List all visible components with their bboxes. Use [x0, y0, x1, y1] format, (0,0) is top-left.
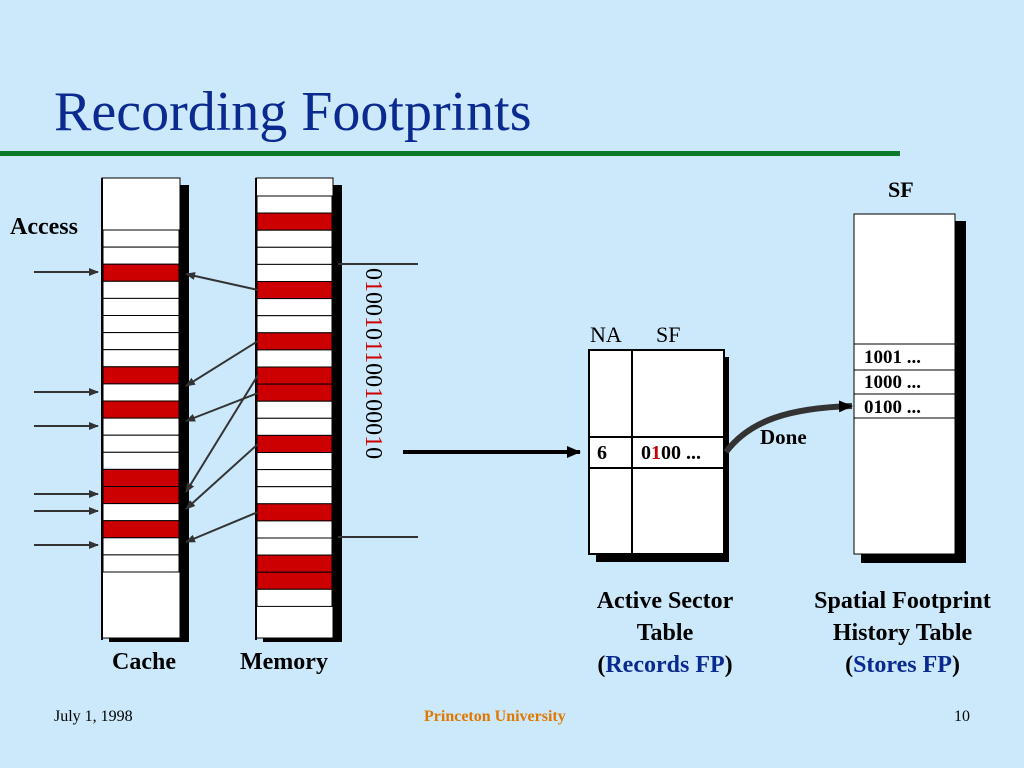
memory-block-highlighted [256, 503, 333, 522]
memory-label: Memory [240, 649, 328, 675]
sfh-entry: 0100 ... [864, 397, 921, 418]
footprint-bit: 0 [360, 328, 386, 340]
cache-block [102, 349, 180, 368]
mapping-arrow [185, 443, 259, 510]
access-label: Access [10, 214, 78, 240]
sfh-header-sf: SF [888, 177, 914, 202]
cache-block [102, 315, 180, 334]
ast-header-sf: SF [656, 322, 681, 347]
footprint-bit: 0 [360, 292, 386, 304]
footprint-bit: 1 [360, 351, 386, 363]
ast-caption: Active Sector Table (Records FP) [596, 588, 734, 678]
memory-block-highlighted [256, 383, 333, 402]
sfh-entry: 1000 ... [864, 372, 921, 393]
cache-rows [102, 229, 180, 573]
access-arrows [34, 268, 99, 549]
memory-block [256, 298, 333, 317]
mapping-arrow [185, 340, 259, 387]
memory-block-highlighted [256, 366, 333, 385]
cache-block-highlighted [102, 400, 180, 419]
memory-block [256, 588, 333, 607]
footprint-bit: 0 [360, 411, 386, 423]
cache-block [102, 229, 180, 248]
cache-block [102, 451, 180, 470]
ast-row-sf: 0100 ... [641, 442, 701, 464]
cache-block-highlighted [102, 468, 180, 487]
sfh-caption: Spatial Footprint History Table (Stores … [814, 588, 991, 678]
memory-block [256, 315, 333, 334]
cache-block-highlighted [102, 366, 180, 385]
ast-body [588, 349, 725, 555]
cache-block-highlighted [102, 486, 180, 505]
footer-page-number: 10 [954, 708, 970, 725]
footprint-bit: 0 [360, 399, 386, 411]
memory-block [256, 537, 333, 556]
sfh-entry: 1001 ... [864, 347, 921, 368]
cache-block-highlighted [102, 520, 180, 539]
memory-block [256, 246, 333, 265]
memory-block [256, 469, 333, 488]
memory-column [255, 177, 342, 642]
cache-block [102, 383, 180, 402]
memory-block-highlighted [256, 212, 333, 231]
memory-block [256, 486, 333, 505]
footprint-bit: 0 [360, 423, 386, 435]
page-title: Recording Footprints [54, 81, 532, 143]
cache-block [102, 297, 180, 316]
title-underline [0, 151, 900, 156]
mapping-arrow [185, 511, 259, 543]
footer-date: July 1, 1998 [54, 708, 133, 725]
mapping-arrows [185, 272, 259, 543]
footprint-bit: 0 [360, 268, 386, 280]
memory-rows [256, 195, 333, 607]
memory-block-highlighted [256, 554, 333, 573]
cache-block [102, 417, 180, 436]
footprint-bit-string: 0100101100100010 [360, 268, 386, 459]
memory-block [256, 229, 333, 248]
done-label: Done [760, 425, 807, 449]
footer-institution: Princeton University [424, 708, 566, 725]
active-sector-table [588, 349, 729, 562]
mapping-arrow [185, 392, 259, 422]
memory-block [256, 417, 333, 436]
memory-block [256, 349, 333, 368]
footprint-bit: 0 [360, 375, 386, 387]
memory-block-highlighted [256, 434, 333, 453]
memory-block-highlighted [256, 571, 333, 590]
ast-header-na: NA [590, 322, 622, 347]
footprint-bit: 1 [360, 340, 386, 351]
cache-block [102, 503, 180, 522]
footprint-bit: 0 [360, 447, 386, 459]
footprint-bit: 1 [360, 280, 386, 292]
ast-row-na: 6 [597, 442, 607, 464]
cache-column [101, 177, 189, 642]
done-arrow [723, 400, 853, 454]
cache-block [102, 246, 180, 265]
cache-block-highlighted [102, 263, 180, 282]
footprint-bit: 0 [360, 304, 386, 316]
cache-block [102, 280, 180, 299]
memory-block [256, 195, 333, 214]
memory-block-highlighted [256, 332, 333, 351]
cache-block [102, 434, 180, 453]
footprint-bit: 0 [360, 363, 386, 375]
sfh-body [853, 213, 956, 555]
footprint-bit: 1 [360, 316, 386, 328]
footprint-bit: 1 [360, 435, 386, 447]
cache-block [102, 537, 180, 556]
memory-block [256, 263, 333, 282]
memory-block [256, 452, 333, 471]
memory-block [256, 520, 333, 539]
footprint-bit: 1 [360, 387, 386, 399]
cache-label: Cache [112, 649, 176, 675]
mapping-arrow [185, 374, 259, 493]
cache-block [102, 554, 180, 573]
mapping-arrow [185, 272, 259, 291]
cache-block [102, 332, 180, 351]
history-table [853, 213, 966, 563]
memory-block-highlighted [256, 281, 333, 300]
memory-block [256, 400, 333, 419]
